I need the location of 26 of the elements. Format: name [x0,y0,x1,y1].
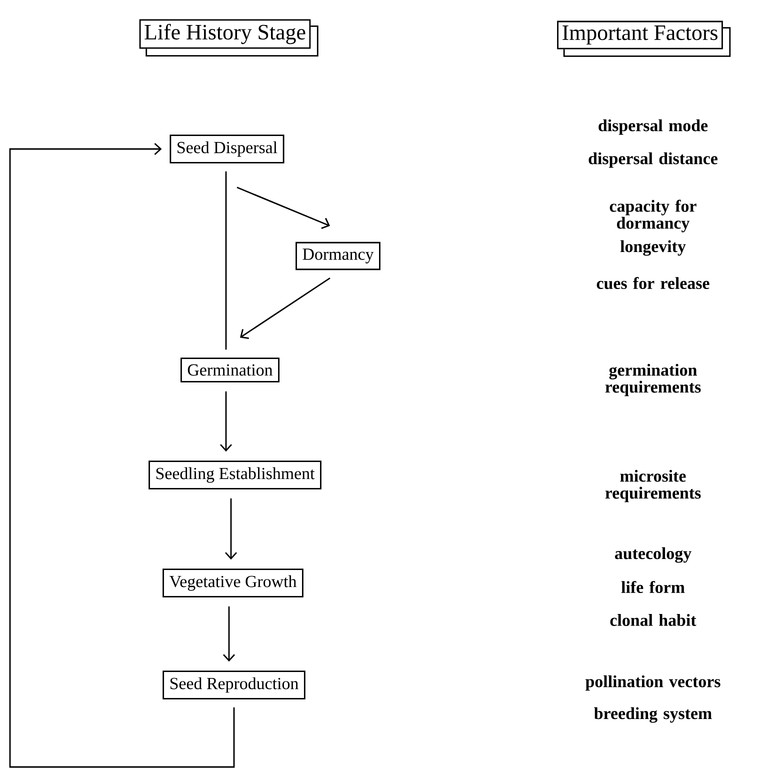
header-box: Life History Stage [139,19,318,56]
arrow [240,278,330,339]
factor-text: germination requirements [605,364,701,396]
stage-box: Seedling Establishment [148,460,322,490]
factor-text: clonal habit [610,614,696,626]
factor-text: pollination vectors [585,675,720,691]
factor-text: autecology [614,547,692,563]
factor-text: capacity for dormancy [610,200,696,232]
arrow [225,498,237,560]
stage-box: Vegetative Growth [162,568,304,598]
stage-box: Dormancy [296,242,380,270]
factor-text: longevity [620,240,686,256]
arrow [223,606,235,662]
arrow [236,186,330,229]
factor-text: breeding system [594,707,712,723]
factor-text: life form [621,580,685,594]
factor-text: microsite requirements [605,470,701,502]
factor-text: dispersal distance [588,152,718,168]
stage-box: Seed Reproduction [162,670,306,700]
factor-text: cues for release [596,276,710,290]
stage-box: Seed Dispersal [170,134,284,164]
factor-text: dispersal mode [598,119,708,135]
header-box: Important Factors [557,20,731,57]
stage-box: Germination [180,358,280,382]
arrow [9,143,235,768]
arrow [220,391,232,452]
